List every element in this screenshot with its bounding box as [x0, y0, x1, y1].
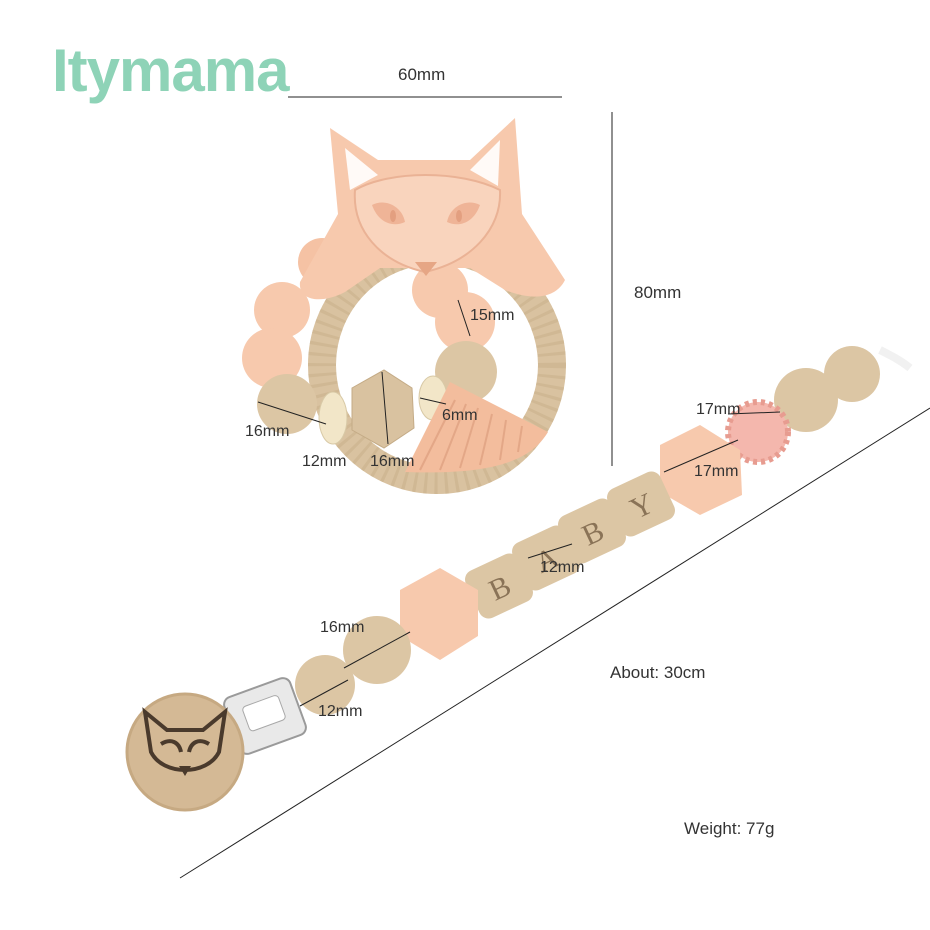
bead-label: 12mm — [318, 703, 362, 720]
wooden-bead — [295, 655, 355, 715]
bead-label: 16mm — [320, 619, 364, 636]
length-dimension-line — [179, 407, 930, 879]
bead-label: 17mm — [696, 401, 740, 418]
weight-info: Weight: 77g — [684, 819, 774, 838]
length-info: About: 30cm — [610, 663, 705, 682]
silicone-fan — [405, 382, 548, 473]
teether — [242, 118, 566, 494]
bead-label: 15mm — [470, 307, 514, 324]
wooden-bead — [824, 346, 880, 402]
silicone-hex-bead — [400, 568, 478, 660]
height-label: 80mm — [634, 283, 681, 302]
string — [878, 346, 913, 372]
bead-label: 12mm — [540, 559, 584, 576]
fox-icon — [142, 707, 228, 776]
silicone-bead — [242, 328, 302, 388]
pacifier-chain: Y B A B — [125, 346, 913, 812]
knit-bead — [728, 402, 788, 462]
knit-bead-texture — [725, 399, 791, 465]
letter-cube: A — [512, 525, 580, 591]
letter-cube: B — [465, 553, 533, 619]
bead-label: 16mm — [245, 423, 289, 440]
bead-label: 17mm — [694, 463, 738, 480]
brand-logo: Itymama — [52, 36, 289, 105]
wooden-hex-bead — [351, 369, 415, 449]
clip-icon — [223, 677, 307, 755]
bead-label: 6mm — [442, 407, 478, 424]
bead-label: 16mm — [370, 453, 414, 470]
silicone-bead — [254, 282, 310, 338]
letter-cube: Y — [607, 471, 675, 537]
cream-disc-bead — [318, 391, 348, 445]
brand-name: Itymama — [52, 37, 289, 104]
wooden-bead — [257, 374, 317, 434]
width-label: 60mm — [398, 65, 445, 84]
fox-icon — [299, 118, 565, 300]
wooden-bead — [774, 368, 838, 432]
bead-label: 12mm — [302, 453, 346, 470]
letter-cube: B — [558, 498, 626, 564]
